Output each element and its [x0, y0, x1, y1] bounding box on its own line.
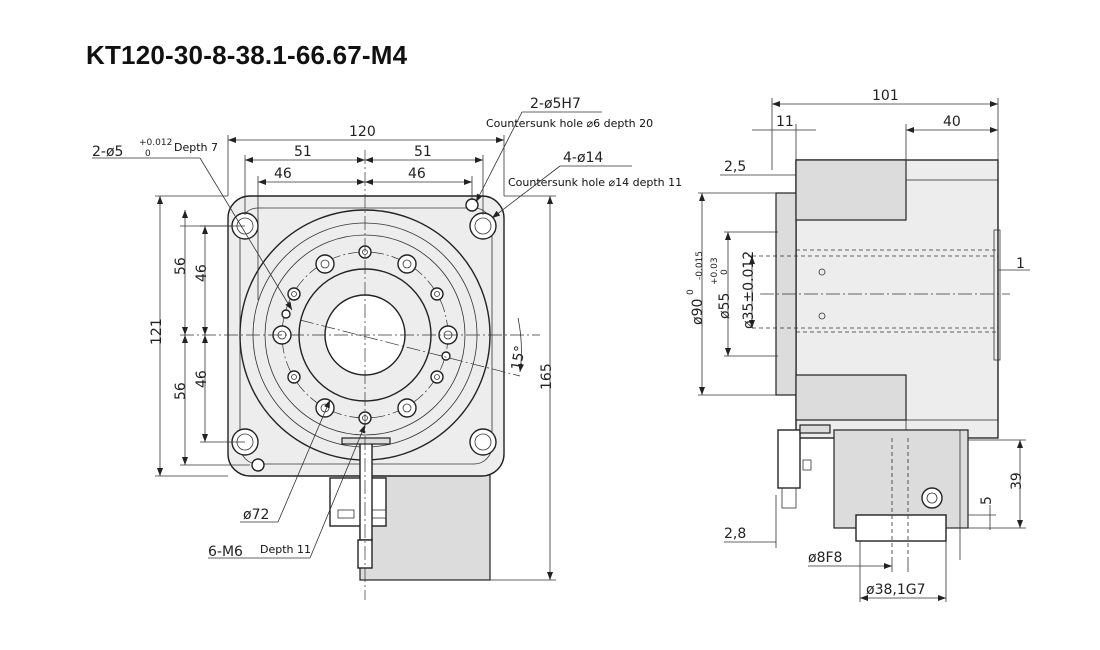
sensor-slot	[337, 509, 355, 519]
dim-2-5-label: 2,5	[724, 159, 746, 175]
mount-hole-leader	[491, 165, 561, 219]
dim-51-left-label: 51	[294, 144, 312, 160]
dim-90-tol-lower: -0.015	[695, 251, 705, 280]
dim-101-label: 101	[872, 88, 899, 104]
dim-56-upper-label: 56	[173, 257, 189, 275]
dim-55-tol-lower: 0	[720, 269, 730, 275]
reamed-hole-label: 2-ø5H7	[530, 96, 581, 112]
side-sensor	[777, 429, 801, 489]
side-top-rib	[795, 159, 907, 221]
pin-hole-leader	[199, 157, 293, 311]
thread-leader	[309, 424, 366, 559]
dim-165-label: 165	[539, 363, 555, 390]
dim-46-left-label: 46	[274, 166, 292, 182]
mount-hole-note: Countersunk hole ⌀14 depth 11	[508, 176, 682, 189]
dim-8f8-label: ø8F8	[808, 550, 842, 566]
dim-51-right-label: 51	[414, 144, 432, 160]
pin-hole-label: 2-ø5	[92, 144, 123, 160]
dim-40-label: 40	[943, 114, 961, 130]
dim-38-1g7-label: ø38,1G7	[866, 582, 926, 598]
dim-35-label: ø35±0.012	[741, 251, 757, 329]
angled-centerline	[299, 319, 521, 377]
angle-arc	[517, 317, 525, 373]
mount-hole-label: 4-ø14	[563, 150, 603, 166]
side-shaft-boss	[921, 487, 943, 509]
side-gearbox	[833, 429, 969, 529]
pcd-label: ø72	[243, 507, 269, 523]
side-cover	[993, 229, 1001, 361]
dim-120-label: 120	[349, 124, 376, 140]
reamed-hole-note: Countersunk hole ⌀6 depth 20	[486, 117, 653, 130]
dim-1-label: 1	[1016, 256, 1025, 272]
side-motor-flange	[855, 514, 947, 542]
pin-hole-tol-lower: 0	[145, 149, 151, 159]
side-top-cap	[905, 159, 999, 181]
front-view: 15° 120 51 51 46 46 121	[92, 96, 682, 600]
angle-label: 15°	[509, 344, 529, 371]
side-view: 101 11 40 2,5 ø90 0 -0.015 ø55 +0.03 0	[686, 88, 1030, 602]
side-bottom-rib	[795, 374, 907, 421]
dim-5-label: 5	[979, 496, 995, 505]
shaft-collar	[341, 437, 391, 445]
dim-121-label: 121	[149, 318, 165, 345]
dim-56-lower-label: 56	[173, 382, 189, 400]
thread-label: 6-M6	[208, 544, 243, 560]
dim-46-lower-label: 46	[194, 370, 210, 388]
dim-55-tol-upper: +0.03	[710, 257, 720, 285]
thread-depth: Depth 11	[260, 543, 311, 556]
output-shaft	[359, 439, 373, 541]
dim-46-upper-label: 46	[194, 264, 210, 282]
pin-hole-depth: Depth 7	[174, 141, 218, 154]
side-sensor-arm	[799, 424, 831, 434]
table-holes	[272, 245, 458, 425]
reamed-hole-leader	[475, 111, 523, 203]
dim-90-tol-upper: 0	[686, 289, 696, 295]
dim-39-label: 39	[1009, 472, 1025, 490]
pcd-leader	[277, 399, 331, 523]
dim-90-label: ø90	[690, 299, 706, 325]
pin-hole-tol-upper: +0.012	[139, 138, 172, 148]
dim-55-label: ø55	[717, 293, 733, 319]
drawing-title: KT120-30-8-38.1-66.67-M4	[86, 40, 408, 70]
dim-11-label: 11	[776, 114, 794, 130]
sensor-bracket	[329, 477, 387, 527]
dim-2-8-label: 2,8	[724, 526, 746, 542]
dim-46-right-label: 46	[408, 166, 426, 182]
